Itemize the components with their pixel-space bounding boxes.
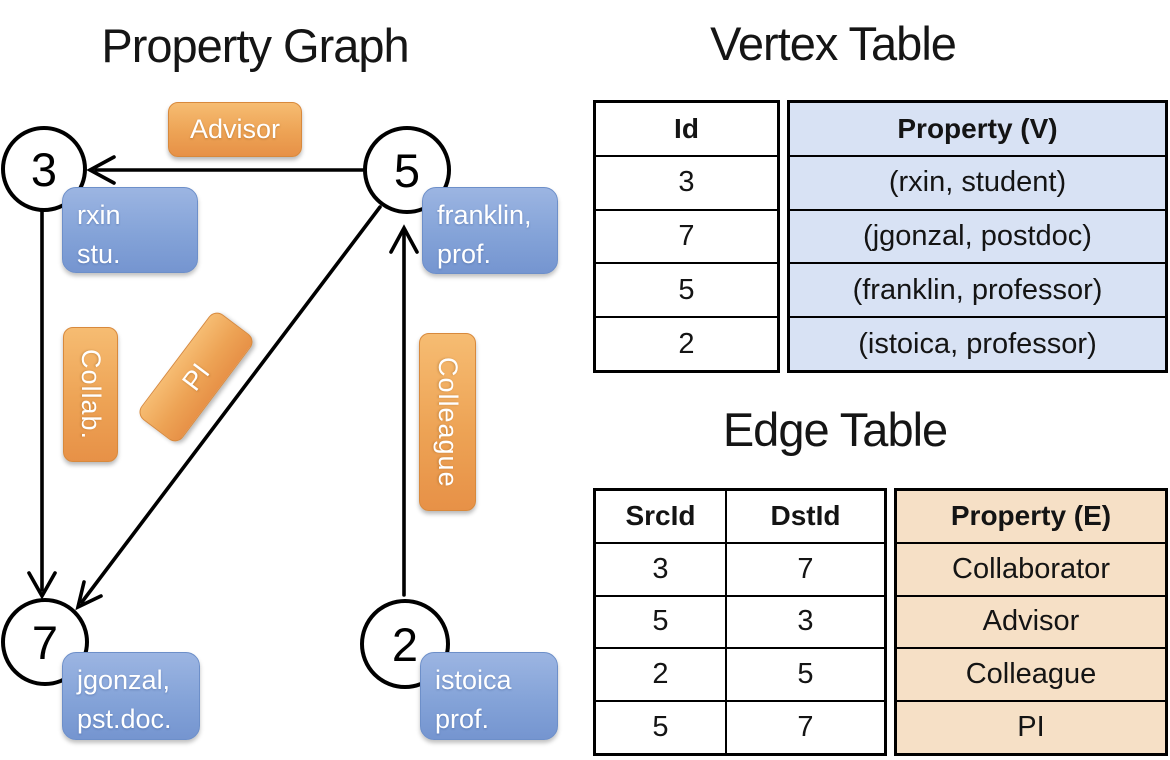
vertex-id-5: 5 bbox=[393, 143, 421, 197]
vertex-prop-box-5: franklin, prof. bbox=[422, 187, 558, 274]
vertex-table-title: Vertex Table bbox=[710, 17, 957, 70]
edge-5-3-arrowhead bbox=[86, 155, 116, 185]
vertex-table-id-column: Id 3 7 5 2 bbox=[593, 100, 780, 373]
vertex-prop-2-line2: prof. bbox=[435, 704, 490, 735]
property-graph-title: Property Graph bbox=[101, 19, 409, 72]
vertex-prop-box-7: jgonzal, pst.doc. bbox=[62, 652, 200, 740]
edge-label-advisor-text: Advisor bbox=[189, 114, 281, 144]
edge-table-dst-cell: 3 bbox=[727, 594, 884, 648]
edge-table-dst-cell: 5 bbox=[727, 647, 884, 700]
edge-2-5-arrowhead bbox=[389, 224, 419, 254]
vertex-table-property-cell: (franklin, professor) bbox=[790, 262, 1165, 316]
vertex-prop-box-2: istoica prof. bbox=[420, 652, 558, 740]
vertex-prop-7-line1: jgonzal, bbox=[77, 665, 171, 695]
edge-table-property-cell: Colleague bbox=[897, 647, 1165, 700]
edge-label-colleague: Colleague bbox=[419, 333, 476, 511]
vertex-table-property-cell: (jgonzal, postdoc) bbox=[790, 208, 1165, 263]
edge-table-dst-header: DstId bbox=[770, 500, 841, 532]
edge-5-7-arrowhead bbox=[75, 580, 103, 611]
vertex-table-id-header: Id bbox=[674, 112, 699, 144]
edge-label-pi-text: PI bbox=[175, 357, 216, 396]
edge-table-property-cell: Collaborator bbox=[897, 541, 1165, 595]
edge-table-dst-column: DstId 7 3 5 7 bbox=[727, 491, 884, 753]
vertex-prop-3-line2: stu. bbox=[77, 239, 121, 270]
vertex-table-property-cell: (istoica, professor) bbox=[790, 316, 1165, 370]
edge-table-id-columns: SrcId 3 5 2 5 DstId 7 3 5 7 bbox=[593, 488, 887, 756]
edge-table-property-cell: Advisor bbox=[897, 594, 1165, 648]
vertex-table-property-column: Property (V) (rxin, student) (jgonzal, p… bbox=[787, 100, 1168, 373]
edge-table-src-column: SrcId 3 5 2 5 bbox=[596, 491, 727, 753]
vertex-table-id-cell: 5 bbox=[596, 262, 777, 316]
vertex-table-id-cell: 2 bbox=[596, 316, 777, 370]
vertex-prop-3-line1: rxin bbox=[77, 200, 121, 230]
edge-table-property-cell: PI bbox=[897, 700, 1165, 753]
vertex-table-id-cell: 7 bbox=[596, 208, 777, 263]
edge-table-property-column: Property (E) Collaborator Advisor Collea… bbox=[894, 488, 1168, 756]
vertex-prop-5-line2: prof. bbox=[437, 239, 492, 270]
edge-table-dst-cell: 7 bbox=[727, 700, 884, 753]
vertex-prop-box-3: rxin stu. bbox=[62, 187, 198, 273]
vertex-id-7: 7 bbox=[31, 615, 59, 669]
vertex-prop-2-line1: istoica bbox=[435, 665, 512, 695]
edge-table-src-cell: 5 bbox=[596, 700, 725, 753]
edge-table-title: Edge Table bbox=[722, 403, 948, 456]
edge-table-dst-cell: 7 bbox=[727, 541, 884, 595]
edge-table-property-header: Property (E) bbox=[950, 500, 1112, 532]
graph-edges bbox=[27, 155, 419, 611]
edge-3-7-arrowhead bbox=[27, 571, 57, 600]
vertex-circle-2: 2 bbox=[360, 599, 450, 689]
vertex-prop-7-line2: pst.doc. bbox=[77, 704, 172, 735]
edge-table-src-cell: 3 bbox=[596, 541, 725, 595]
edge-label-collab-text: Collab. bbox=[76, 348, 106, 441]
vertex-id-3: 3 bbox=[30, 142, 58, 196]
edge-label-colleague-text: Colleague bbox=[433, 356, 463, 488]
edge-label-advisor: Advisor bbox=[168, 102, 302, 157]
vertex-table-property-header: Property (V) bbox=[897, 112, 1058, 144]
edge-table-src-cell: 5 bbox=[596, 594, 725, 648]
vertex-table-property-cell: (rxin, student) bbox=[790, 154, 1165, 209]
vertex-id-2: 2 bbox=[391, 617, 419, 671]
edge-table-src-cell: 2 bbox=[596, 647, 725, 700]
edge-label-collab: Collab. bbox=[63, 327, 118, 462]
vertex-table-id-cell: 3 bbox=[596, 154, 777, 209]
edge-5-7-line bbox=[80, 205, 382, 604]
edge-table-src-header: SrcId bbox=[625, 500, 696, 532]
vertex-prop-5-line1: franklin, bbox=[437, 200, 532, 230]
